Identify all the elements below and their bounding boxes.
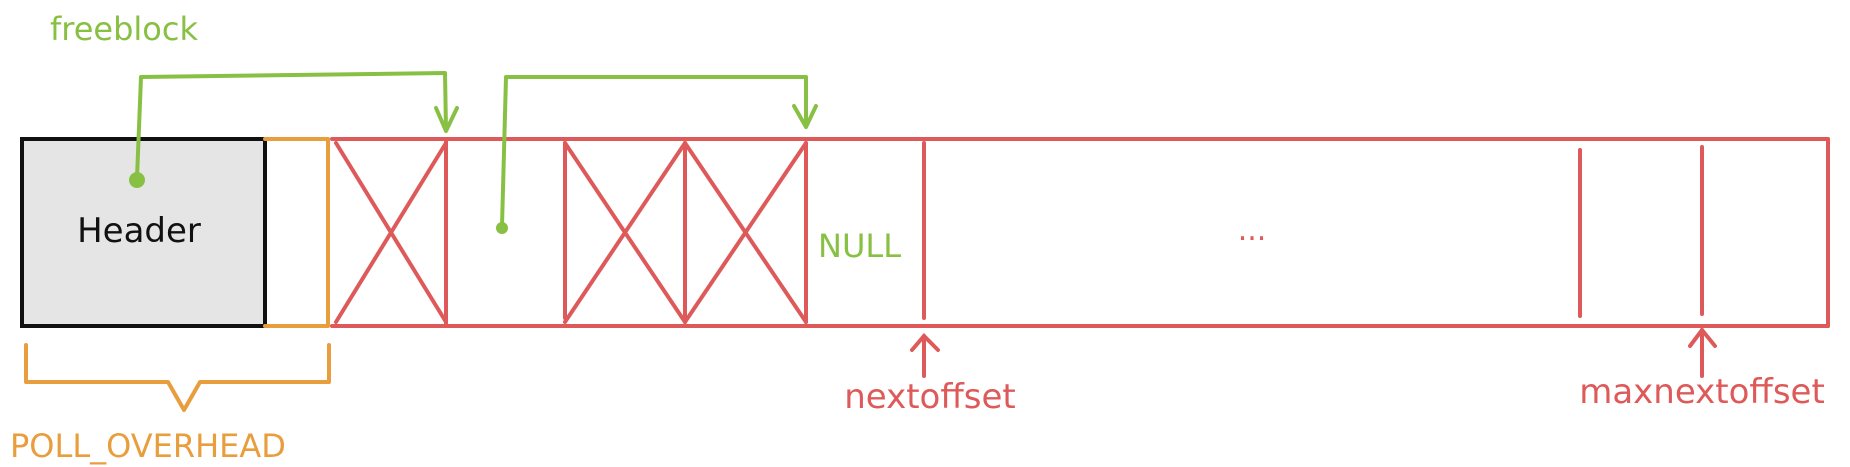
null-label: NULL xyxy=(818,227,901,265)
poll-overhead-region xyxy=(24,137,331,412)
freeblock-origin-dot xyxy=(129,172,145,188)
header-block: Header xyxy=(20,137,267,328)
freecell-link-dot xyxy=(496,222,508,234)
poll-overhead-label: POLL_OVERHEAD xyxy=(10,427,286,465)
overhead-brace xyxy=(24,343,331,412)
nextoffset-arrow xyxy=(910,333,940,378)
nextoffset-label: nextoffset xyxy=(844,377,1016,417)
freeblock-arrowhead-1 xyxy=(434,106,459,133)
maxnextoffset-label: maxnextoffset xyxy=(1579,372,1825,412)
header-label: Header xyxy=(77,211,201,251)
memory-strip xyxy=(330,137,1830,378)
maxnextoffset-arrow xyxy=(1688,326,1717,378)
allocated-cell-1 xyxy=(334,141,448,324)
freeblock-pointer-1 xyxy=(135,71,448,180)
header-box xyxy=(20,137,267,328)
freeblock-label: freeblock xyxy=(50,10,198,48)
freeblock-pointer-2 xyxy=(500,75,808,228)
free-list xyxy=(135,71,818,228)
allocated-cell-3 xyxy=(683,141,808,324)
freeblock-arrowhead-2 xyxy=(792,104,818,129)
allocated-cell-2 xyxy=(563,141,687,324)
ellipsis-label: ... xyxy=(1238,213,1267,248)
overhead-box xyxy=(263,137,330,328)
